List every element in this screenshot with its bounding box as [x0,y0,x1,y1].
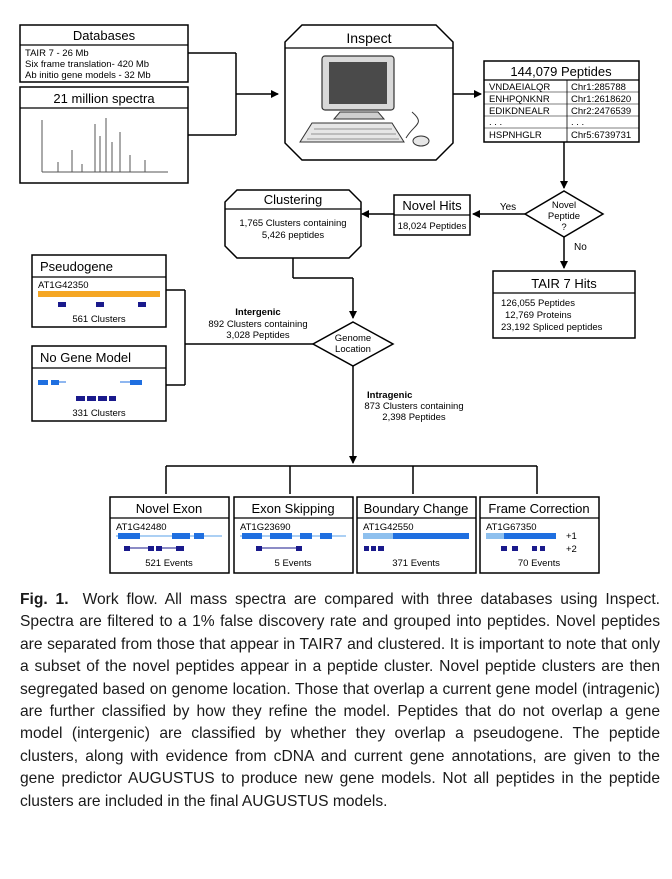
tair-hits-line: 126,055 Peptides [501,298,575,309]
exon-skipping-box: Exon Skipping AT1G23690 5 Events [233,496,354,574]
database-line: TAIR 7 - 26 Mb [25,48,89,59]
pseudogene-gene: AT1G42350 [38,280,89,291]
decision-label: Novel [552,200,576,211]
category-count: 5 Events [275,558,312,569]
pseudogene-title: Pseudogene [40,259,113,274]
peptide-loc: . . . [571,117,584,128]
genome-location-decision: Genome Location [311,321,395,367]
category-tree [165,465,538,494]
tair-hits-box: TAIR 7 Hits 126,055 Peptides 12,769 Prot… [492,270,636,339]
peptide-loc: Chr1:285788 [571,82,626,93]
no-gene-model-box: No Gene Model 331 Clusters [31,345,167,422]
category-count: 371 Events [392,558,440,569]
peptide-mark [76,396,85,401]
spectrum-plot-icon [41,118,168,173]
database-line: Six frame translation- 420 Mb [25,59,149,70]
frame-label: +1 [566,531,577,542]
inspect-box: Inspect [284,24,454,161]
tair-hits-line: 12,769 Proteins [505,310,572,321]
clustering-to-location-arrow [292,258,357,319]
clustering-line: 1,765 Clusters containing [239,218,346,229]
intergenic-connector [166,289,313,386]
peptide-seq: VNDAEIALQR [489,82,550,93]
no-gene-model-title: No Gene Model [40,350,131,365]
no-label: No [574,242,587,253]
peptide-mark [138,302,146,307]
exon-mark [38,380,48,385]
category-title: Novel Exon [136,501,202,516]
category-gene: AT1G42550 [363,522,414,533]
peptide-mark [87,396,96,401]
boundary-change-box: Boundary Change AT1G42550 371 Events [356,496,477,574]
peptide-loc: Chr1:2618620 [571,94,631,105]
caption-text: Work flow. All mass spectra are compared… [20,591,660,810]
peptide-mark [96,302,104,307]
exon-mark [51,380,59,385]
decision-label: Peptide [548,211,580,222]
database-line: Ab initio gene models - 32 Mb [25,70,151,81]
yes-label: Yes [500,202,516,213]
intragenic-line: 2,398 Peptides [382,412,446,423]
tair-hits-line: 23,192 Spliced peptides [501,322,603,333]
category-title: Boundary Change [364,501,469,516]
caption-label: Fig. 1. [20,591,69,608]
peptide-mark [98,396,107,401]
pseudogene-count: 561 Clusters [72,314,126,325]
category-gene: AT1G67350 [486,522,537,533]
peptide-seq: . . . [489,117,502,128]
category-gene: AT1G42480 [116,522,167,533]
pseudogene-box: Pseudogene AT1G42350 561 Clusters [31,254,167,328]
peptide-mark [58,302,66,307]
inspect-title: Inspect [346,30,391,46]
intragenic-title: Intragenic [367,390,412,401]
peptide-loc: Chr2:2476539 [571,106,631,117]
novel-hits-box: Novel Hits 18,024 Peptides [393,194,471,236]
peptide-seq: EDIKDNEALR [489,106,550,117]
decision-label: ? [561,222,566,233]
databases-box: Databases TAIR 7 - 26 Mb Six frame trans… [19,24,189,83]
location-label: Location [335,344,371,355]
databases-title: Databases [73,28,136,43]
peptide-seq: ENHPQNKNR [489,94,550,105]
intragenic-line: 873 Clusters containing [364,401,463,412]
intergenic-line: 3,028 Peptides [226,330,290,341]
pseudogene-bar [38,291,160,297]
location-label: Genome [335,333,371,344]
category-title: Exon Skipping [251,501,334,516]
category-title: Frame Correction [488,501,589,516]
workflow-figure: Databases TAIR 7 - 26 Mb Six frame trans… [19,24,640,574]
category-count: 521 Events [145,558,193,569]
novel-hits-body: 18,024 Peptides [398,221,467,232]
category-gene: AT1G23690 [240,522,291,533]
peptides-box: 144,079 Peptides VNDAEIALQR Chr1:285788 … [483,60,640,143]
clustering-box: Clustering 1,765 Clusters containing 5,4… [224,189,362,259]
spectra-box: 21 million spectra [19,86,189,184]
clustering-title: Clustering [264,192,323,207]
category-count: 70 Events [518,558,560,569]
figure-caption: Fig. 1.Work flow. All mass spectra are c… [20,589,660,813]
clustering-line: 5,426 peptides [262,230,325,241]
peptides-title: 144,079 Peptides [510,64,612,79]
tair-hits-title: TAIR 7 Hits [531,276,597,291]
exon-mark [130,380,142,385]
no-gene-model-count: 331 Clusters [72,408,126,419]
peptide-mark [109,396,116,401]
frame-label: +2 [566,544,577,555]
peptide-seq: HSPNHGLR [489,130,542,141]
intergenic-line: 892 Clusters containing [208,319,307,330]
novel-hits-title: Novel Hits [402,198,462,213]
intergenic-title: Intergenic [235,307,280,318]
input-connector [188,52,279,136]
novel-exon-box: Novel Exon AT1G42480 521 Events [109,496,230,574]
novel-peptide-decision: Novel Peptide ? [523,190,605,238]
computer-icon [299,55,430,147]
frame-correction-box: Frame Correction AT1G67350 +1 +2 70 Even… [479,496,600,574]
spectra-title: 21 million spectra [53,91,155,106]
peptide-loc: Chr5:6739731 [571,130,631,141]
